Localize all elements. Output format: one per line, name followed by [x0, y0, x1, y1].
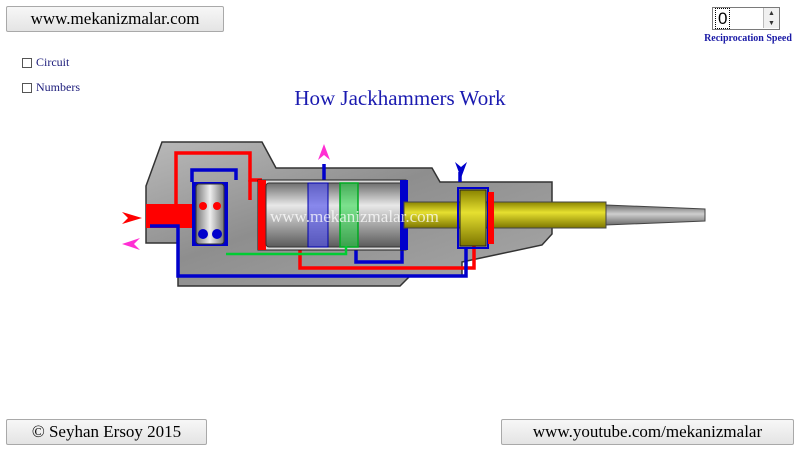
piston-blue-ring [307, 182, 329, 248]
valve-port-bottom-r [212, 229, 222, 239]
air-outlet-arrow-icon [122, 238, 140, 250]
speed-input[interactable]: 0 ▲ ▼ [712, 7, 780, 30]
page-title: How Jackhammers Work [294, 86, 506, 110]
inlet-bore [146, 204, 194, 228]
piston-green-ring [339, 182, 359, 248]
circuit-label: Circuit [36, 55, 70, 69]
checkbox-icon[interactable] [22, 57, 32, 68]
numbers-checkbox[interactable]: Numbers [22, 80, 80, 95]
exhaust-up-arrow-icon [318, 144, 330, 160]
exhaust-down-arrow-icon [455, 162, 467, 178]
valve-port-bottom [198, 229, 208, 239]
exhaust-channels [150, 164, 468, 278]
chisel-collar-red [488, 192, 494, 244]
numbers-label: Numbers [36, 80, 80, 94]
chisel-bit [605, 204, 706, 226]
speed-value: 0 [714, 8, 731, 29]
green-channel [226, 246, 348, 256]
watermark-text: www.mekanizmalar.com [270, 207, 439, 226]
site-link-button[interactable]: www.mekanizmalar.com [6, 6, 224, 32]
spin-down-button[interactable]: ▼ [763, 18, 779, 28]
youtube-link-button[interactable]: www.youtube.com/mekanizmalar [501, 419, 794, 445]
chisel-shank [403, 201, 607, 229]
checkbox-icon[interactable] [22, 82, 32, 93]
chisel-collar [459, 189, 487, 247]
valve-port-top-r [213, 202, 221, 210]
circuit-checkbox[interactable]: Circuit [22, 55, 69, 70]
speed-label: Reciprocation Speed [704, 33, 792, 44]
air-inlet-arrow-icon [122, 212, 142, 224]
cylinder-red-end [258, 180, 266, 250]
valve-port-top [199, 202, 207, 210]
copyright-button[interactable]: © Seyhan Ersoy 2015 [6, 419, 207, 445]
